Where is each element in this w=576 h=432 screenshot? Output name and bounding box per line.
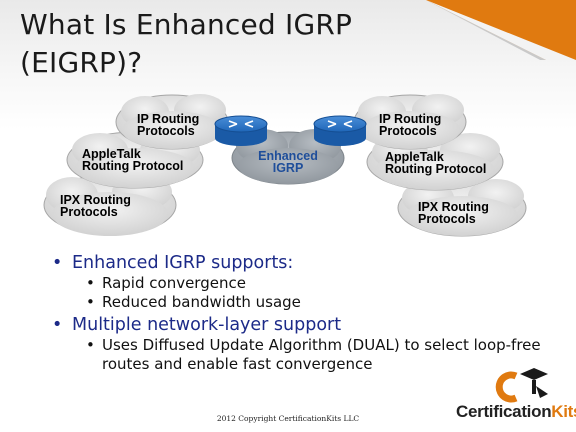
left-ipx-label-line1: IPX Routing — [60, 193, 131, 207]
right-ip-label-line1: IP Routing — [379, 112, 441, 126]
router-icon — [313, 115, 367, 146]
ck-graduate-logo-icon — [495, 368, 548, 403]
logo-word1: Certification — [456, 402, 552, 421]
left-ip-label-line1: IP Routing — [137, 112, 199, 126]
logo-word2: Kits — [551, 402, 576, 421]
page-curl-decoration — [426, 0, 576, 60]
bullet-list: Enhanced IGRP supports: Rapid convergenc… — [52, 252, 562, 374]
bullet-level2: Reduced bandwidth usage — [80, 293, 562, 312]
right-ipx-label-line1: IPX Routing — [418, 200, 489, 214]
right-appletalk-label-line2: Routing Protocol — [385, 162, 486, 176]
center-label-line1: Enhanced — [258, 149, 318, 163]
footer-copyright: 2012 Copyright CertificationKits LLC — [216, 414, 360, 423]
bullet-level2: Rapid convergence — [80, 274, 562, 293]
title-line-2: (EIGRP)? — [20, 46, 143, 79]
certificationkits-logo: CertificationKits — [456, 366, 576, 428]
bullet-level1: Enhanced IGRP supports: — [52, 252, 562, 274]
left-ipx-label-line2: Protocols — [60, 205, 118, 219]
right-ipx-label-line2: Protocols — [418, 212, 476, 226]
center-label-line2: IGRP — [273, 161, 304, 175]
cloud-right-ip — [353, 94, 467, 150]
title-line-1: What Is Enhanced IGRP — [20, 8, 353, 41]
eigrp-network-diagram: IP Routing Protocols AppleTalk Routing P… — [43, 94, 527, 237]
left-appletalk-label-line2: Routing Protocol — [82, 159, 183, 173]
right-appletalk-label-line1: AppleTalk — [385, 150, 444, 164]
left-ip-label-line2: Protocols — [137, 124, 195, 138]
cloud-left-ip — [115, 94, 229, 150]
slide-title: What Is Enhanced IGRP (EIGRP)? — [20, 6, 440, 82]
bullet-level2: Uses Diffused Update Algorithm (DUAL) to… — [80, 336, 542, 374]
left-appletalk-label-line1: AppleTalk — [82, 147, 141, 161]
right-ip-label-line2: Protocols — [379, 124, 437, 138]
bullet-level1: Multiple network-layer support — [52, 314, 562, 336]
logo-wordmark: CertificationKits — [456, 402, 576, 422]
router-icon — [214, 115, 268, 146]
